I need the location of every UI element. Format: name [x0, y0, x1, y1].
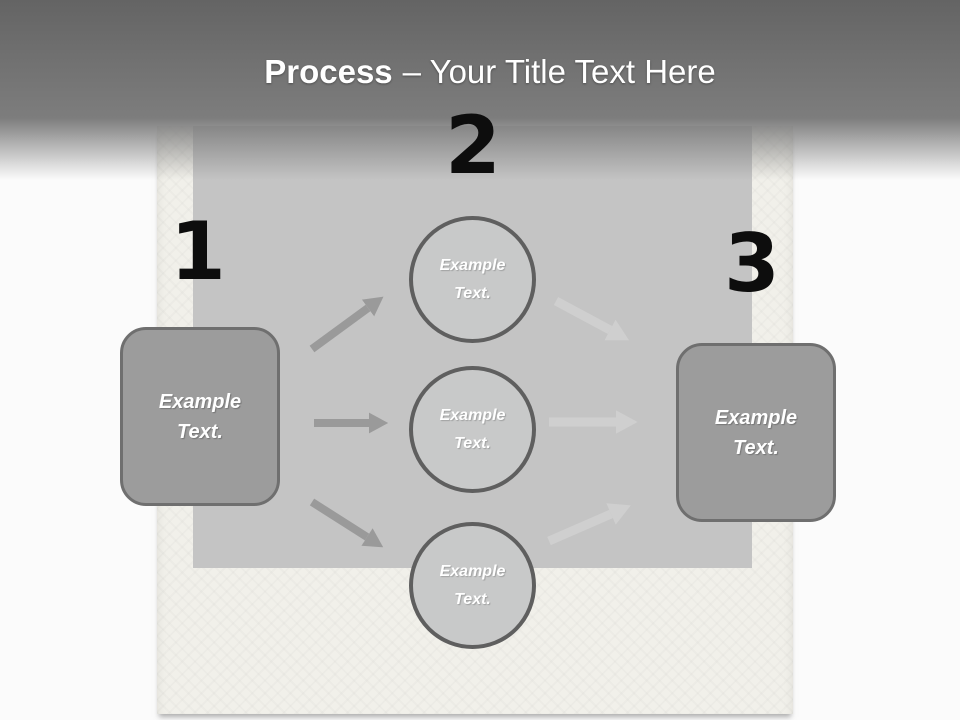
slide-title: Process– Your Title Text Here [264, 52, 716, 182]
slide-title-rest: – Your Title Text Here [402, 53, 716, 90]
process-circle-2: Example Text. [409, 366, 536, 493]
process-box-step3: Example Text. [676, 343, 836, 522]
step-number-3: 3 [724, 217, 780, 310]
process-box-step1-label: Example Text. [158, 390, 242, 443]
process-circle-3-label: Example Text. [439, 562, 506, 608]
diagram-background [193, 126, 752, 568]
process-box-step3-label: Example Text. [714, 406, 798, 459]
step-number-1: 1 [170, 205, 226, 298]
process-box-step1: Example Text. [120, 327, 280, 506]
process-circle-1: Example Text. [409, 216, 536, 343]
process-circle-2-label: Example Text. [439, 406, 506, 452]
slide-header: Process– Your Title Text Here [0, 0, 960, 182]
step-number-2: 2 [445, 99, 501, 192]
process-circle-1-label: Example Text. [439, 256, 506, 302]
process-circle-3: Example Text. [409, 522, 536, 649]
slide-title-emphasis: Process [264, 53, 393, 90]
